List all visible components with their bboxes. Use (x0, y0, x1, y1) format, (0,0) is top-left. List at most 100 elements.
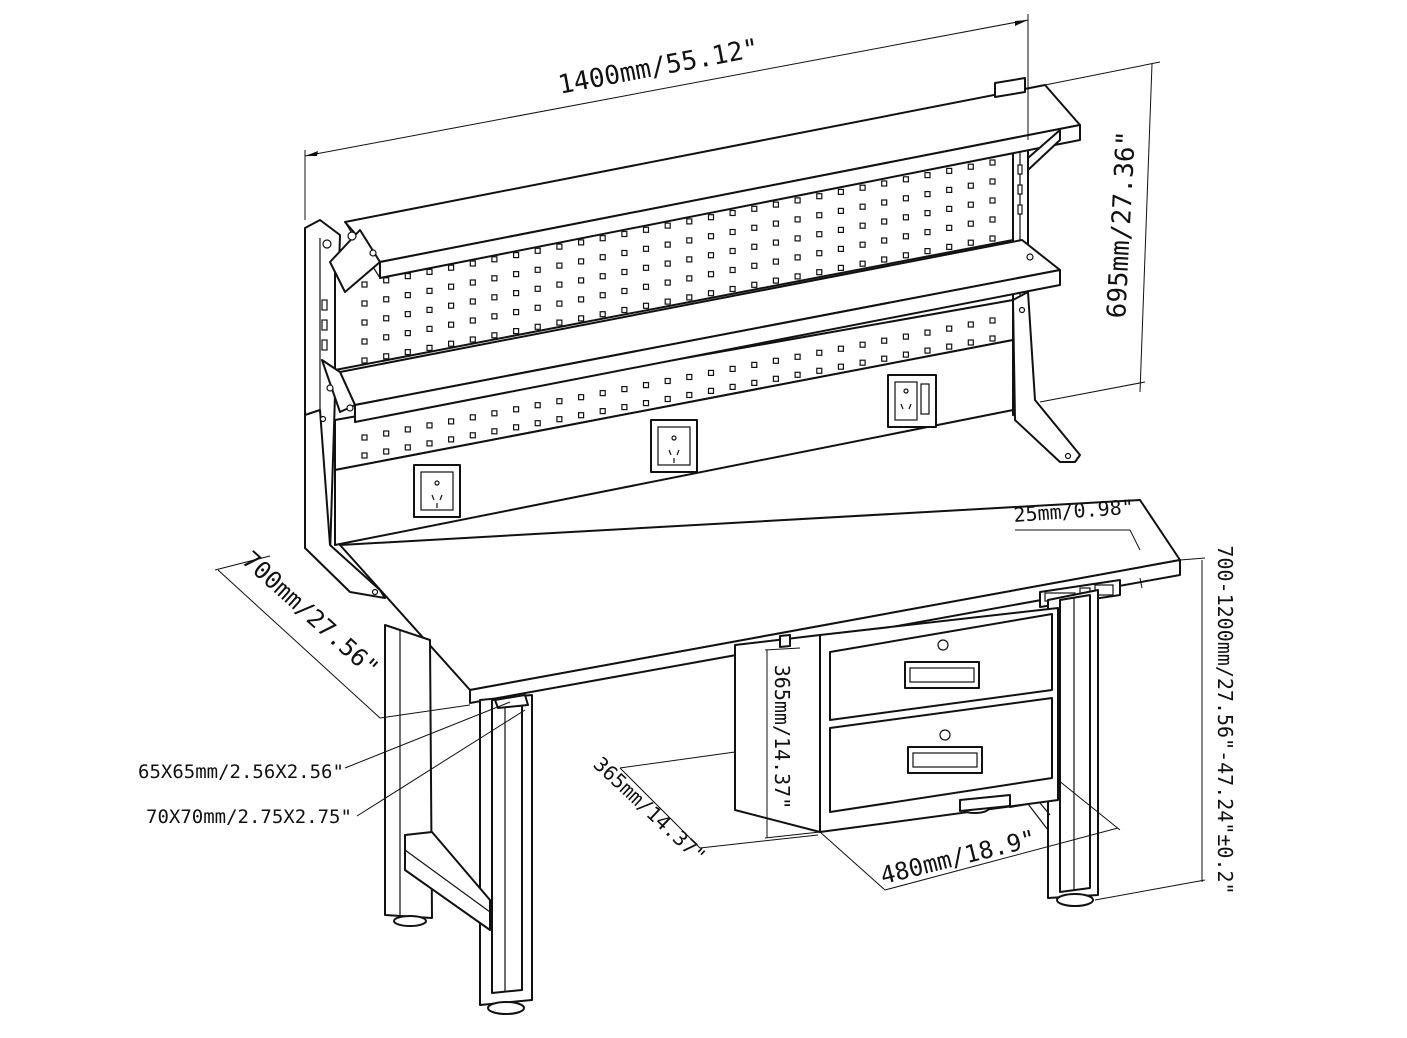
inner-leg-dimension-label: 65X65mm/2.56X2.56" (138, 761, 344, 783)
pegboard-hole (686, 237, 693, 244)
pegboard-hole (924, 229, 931, 236)
pegboard-hole (383, 277, 390, 284)
pegboard-hole (664, 395, 671, 403)
pegboard-hole (448, 321, 455, 328)
pegboard-hole (837, 363, 845, 370)
pegboard-hole (751, 361, 758, 368)
pegboard-hole (924, 191, 931, 198)
pegboard-hole (426, 344, 433, 351)
pegboard-hole (881, 180, 888, 187)
pegboard-hole (642, 264, 650, 271)
pegboard-hole (491, 428, 498, 435)
pegboard-hole (426, 440, 433, 447)
pegboard-hole (642, 400, 650, 407)
drawer-width-dimension-label: 480mm/18.9" (878, 824, 1039, 890)
pegboard-hole (989, 159, 996, 166)
pegboard-hole (577, 296, 585, 303)
hutch-height-dimension-label: 695mm/27.36" (1102, 130, 1142, 319)
drawer-height-dimension-label: 365mm/14.37" (770, 665, 794, 810)
pegboard-hole (989, 216, 996, 223)
pegboard-hole (599, 273, 606, 280)
dimension-lines (214, 14, 1206, 901)
pegboard-hole (491, 294, 498, 301)
pegboard-hole (924, 248, 931, 255)
pegboard-hole (577, 239, 585, 246)
pegboard-hole (448, 302, 455, 309)
pegboard-hole (989, 197, 996, 204)
outer-leg-dimension-label: 70X70mm/2.75X2.75" (146, 806, 352, 828)
pegboard-hole (707, 233, 715, 240)
pegboard-hole (902, 333, 910, 340)
pegboard-hole (729, 285, 736, 293)
pegboard-hole (383, 315, 390, 322)
pegboard-hole (512, 406, 520, 413)
pegboard-hole (599, 408, 606, 415)
pegboard-hole (946, 205, 953, 212)
pegboard-hole (902, 176, 910, 183)
pegboard-hole (469, 317, 476, 324)
power-outlet-left (413, 464, 461, 518)
pegboard-hole (361, 357, 368, 364)
middle-shelf (321, 239, 1061, 423)
pegboard-hole (512, 309, 520, 316)
pegboard-hole (751, 205, 758, 212)
pegboard-hole (707, 387, 715, 394)
pegboard-hole (361, 452, 368, 459)
pegboard-hole (469, 432, 476, 439)
pegboard-hole (967, 182, 974, 189)
pegboard-hole (902, 214, 910, 221)
pegboard-hole (664, 222, 671, 229)
pegboard-hole (621, 404, 628, 411)
pegboard-hole (512, 424, 520, 431)
pegboard-hole (924, 172, 931, 179)
pegboard-hole (924, 347, 931, 354)
pegboard-hole (686, 373, 693, 381)
pegboard-hole (512, 252, 520, 259)
pegboard-hole (707, 290, 715, 297)
pegboard-hole (621, 249, 628, 257)
pegboard-hole (967, 201, 974, 208)
pegboard-hole (642, 302, 650, 309)
pegboard-hole (989, 178, 996, 185)
pegboard-hole (491, 313, 498, 320)
pegboard-hole (383, 334, 390, 341)
pegboard-hole (361, 434, 368, 441)
pegboard-hole (664, 241, 671, 248)
pegboard-hole (404, 426, 411, 433)
pegboard-hole (751, 379, 758, 386)
pegboard-hole (404, 444, 411, 451)
pegboard-hole (534, 285, 541, 292)
pegboard-hole (859, 341, 866, 348)
pegboard-hole (577, 258, 585, 265)
pegboard-hole (404, 349, 411, 356)
pegboard-hole (989, 317, 996, 324)
height-range-dimension-label: 700-1200mm/27.56"-47.24"±0.2" (1213, 545, 1237, 894)
pegboard-hole (751, 224, 758, 231)
pegboard-hole (642, 226, 650, 233)
pegboard-hole (946, 167, 953, 174)
pegboard-hole (556, 398, 563, 405)
pegboard-hole (556, 262, 563, 269)
top-shelf (329, 77, 1081, 293)
pegboard-hole (946, 186, 953, 193)
pegboard-hole (556, 281, 563, 288)
pegboard-hole (426, 325, 433, 332)
pegboard-hole (404, 330, 411, 337)
pegboard-hole (902, 252, 910, 259)
pegboard-hole (751, 262, 758, 269)
pegboard-hole (772, 277, 780, 284)
left-brace (304, 409, 386, 599)
pegboard-hole (642, 245, 650, 252)
pegboard-hole (794, 216, 801, 223)
pegboard-hole (794, 273, 801, 280)
pegboard-hole (599, 390, 606, 397)
pegboard-hole (729, 228, 736, 236)
pegboard-hole (751, 243, 758, 250)
power-outlet-middle (650, 419, 698, 473)
pegboard-hole (599, 311, 606, 318)
pegboard-hole (426, 422, 433, 429)
width-dimension-label: 1400mm/55.12" (556, 34, 762, 101)
pegboard-hole (577, 315, 585, 322)
pegboard-hole (794, 197, 801, 204)
pegboard-hole (664, 260, 671, 267)
